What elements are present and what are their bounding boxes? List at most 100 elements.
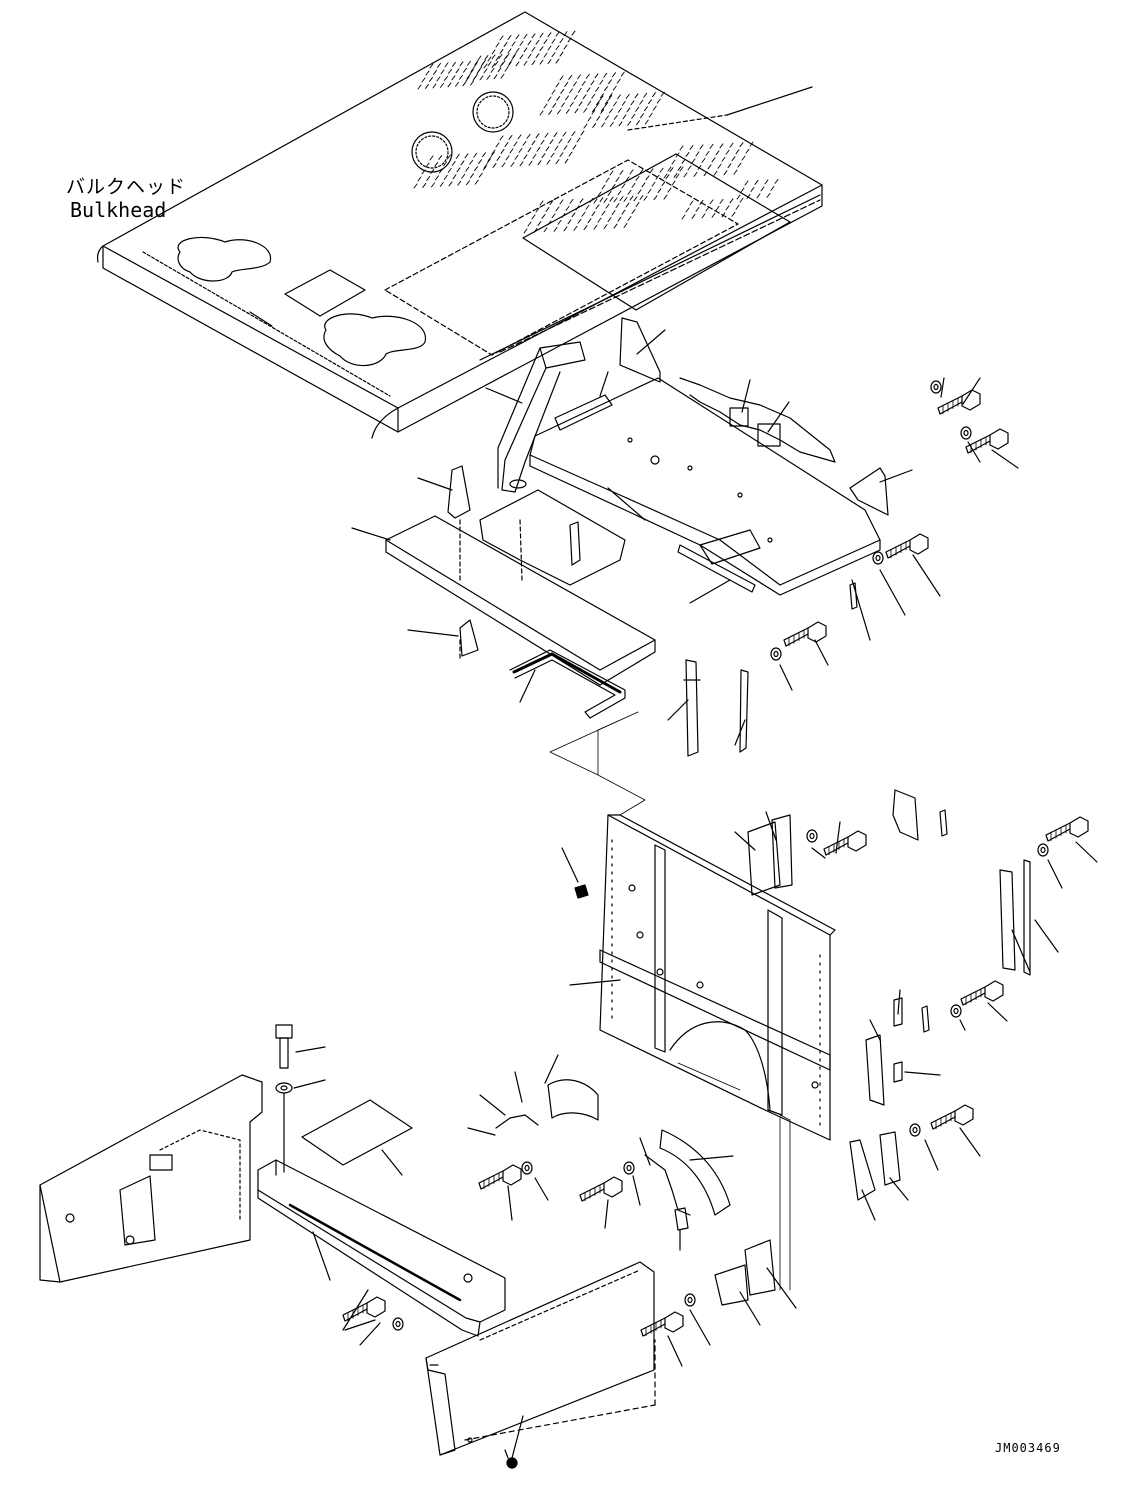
louver-slat bbox=[712, 213, 715, 217]
louver-slat bbox=[594, 225, 597, 229]
louver-slat bbox=[716, 206, 719, 210]
louver-slat bbox=[544, 40, 547, 44]
louver-slat bbox=[626, 177, 629, 181]
louver-slat bbox=[650, 169, 653, 173]
louver-slat bbox=[706, 207, 709, 211]
louver-slat bbox=[710, 144, 713, 148]
washer-icon bbox=[807, 830, 817, 842]
louver-slat bbox=[437, 77, 440, 81]
louver-slat bbox=[560, 39, 563, 43]
louver-slat bbox=[626, 203, 629, 207]
louver-slat bbox=[609, 80, 612, 84]
louver-slat bbox=[608, 218, 611, 222]
louver-slat bbox=[456, 69, 459, 73]
louver-slat bbox=[728, 164, 731, 168]
louver-slat bbox=[771, 186, 774, 190]
louver-slat bbox=[426, 163, 429, 167]
louver-slat bbox=[467, 75, 470, 79]
leader-line bbox=[988, 1003, 1007, 1021]
vertical-brackets bbox=[668, 660, 1058, 1220]
louver-slat bbox=[654, 196, 657, 200]
louver-slat bbox=[536, 40, 539, 44]
louver-slat bbox=[572, 132, 575, 136]
louver-slat bbox=[694, 172, 697, 176]
louver-slat bbox=[740, 143, 743, 147]
louver-slat bbox=[565, 159, 568, 163]
louver-slat bbox=[493, 163, 496, 167]
louver-slat bbox=[604, 225, 607, 229]
lower-frame bbox=[426, 1240, 796, 1468]
louver-slat bbox=[578, 219, 581, 223]
louver-slat bbox=[642, 183, 645, 187]
leader-line bbox=[508, 1186, 512, 1220]
louver-slat bbox=[548, 46, 551, 50]
louver-slat bbox=[606, 116, 609, 120]
louver-slat bbox=[538, 221, 541, 225]
louver-slat bbox=[623, 115, 626, 119]
louver-slat bbox=[426, 84, 429, 88]
louver-slat bbox=[704, 172, 707, 176]
louver-slat bbox=[592, 212, 595, 216]
louver-slat bbox=[562, 213, 565, 217]
louver-slat bbox=[548, 60, 551, 64]
washer-icon bbox=[771, 648, 781, 660]
louver-slat bbox=[620, 170, 623, 174]
louver-slat bbox=[656, 175, 659, 179]
louver-slat bbox=[649, 113, 652, 117]
louver-slat bbox=[775, 179, 778, 183]
leader-line bbox=[992, 450, 1018, 468]
washer-icon bbox=[873, 552, 883, 564]
louver-slat bbox=[610, 197, 613, 201]
louver-slat bbox=[452, 76, 455, 80]
louver-slat bbox=[575, 109, 578, 113]
louver-slat bbox=[636, 203, 639, 207]
louver-slat bbox=[600, 80, 603, 84]
louver-slat bbox=[506, 156, 509, 160]
louver-slat bbox=[520, 162, 523, 166]
washer-icon bbox=[951, 1005, 961, 1017]
louver-slat bbox=[570, 102, 573, 106]
leader-line bbox=[605, 1200, 608, 1228]
louver-slat bbox=[524, 48, 527, 52]
louver-slat bbox=[491, 68, 494, 72]
louver-slat bbox=[532, 141, 535, 145]
louver-slat bbox=[497, 156, 500, 160]
louver-slat bbox=[620, 197, 623, 201]
louver-slat bbox=[662, 182, 665, 186]
louver-slat bbox=[722, 213, 725, 217]
leader-line bbox=[836, 822, 840, 853]
louver-slat bbox=[688, 166, 691, 170]
louver-slat bbox=[540, 33, 543, 37]
louver-slat bbox=[440, 169, 443, 173]
louver-slat bbox=[645, 107, 648, 111]
louver-slat bbox=[513, 53, 516, 57]
louver-slat bbox=[475, 180, 478, 184]
louver-slat bbox=[508, 49, 511, 53]
louver-slat bbox=[544, 104, 547, 108]
louver-slat bbox=[574, 95, 577, 99]
louver-slat bbox=[587, 88, 590, 92]
louver-slat bbox=[682, 215, 685, 219]
louver-slat bbox=[556, 32, 559, 36]
leader-line bbox=[960, 1128, 980, 1156]
washer-icon bbox=[624, 1162, 634, 1174]
leader-line bbox=[941, 378, 944, 397]
louver-slat bbox=[666, 175, 669, 179]
louver-slat bbox=[505, 67, 508, 71]
louver-slat bbox=[720, 144, 723, 148]
louver-slat bbox=[478, 56, 481, 60]
louver-slat bbox=[714, 171, 717, 175]
louver-slat bbox=[708, 165, 711, 169]
bolt-icon bbox=[824, 831, 866, 855]
leader-line bbox=[925, 1140, 938, 1170]
louver-slat bbox=[600, 96, 603, 100]
louver-slat bbox=[430, 77, 433, 81]
louver-slat bbox=[464, 68, 467, 72]
louver-slat bbox=[580, 199, 583, 203]
louver-slat bbox=[518, 135, 521, 139]
louver-slat bbox=[488, 57, 491, 61]
louver-slat bbox=[488, 62, 491, 66]
louver-slat bbox=[524, 34, 527, 38]
louver-slat bbox=[484, 164, 487, 168]
louver-slat bbox=[605, 87, 608, 91]
